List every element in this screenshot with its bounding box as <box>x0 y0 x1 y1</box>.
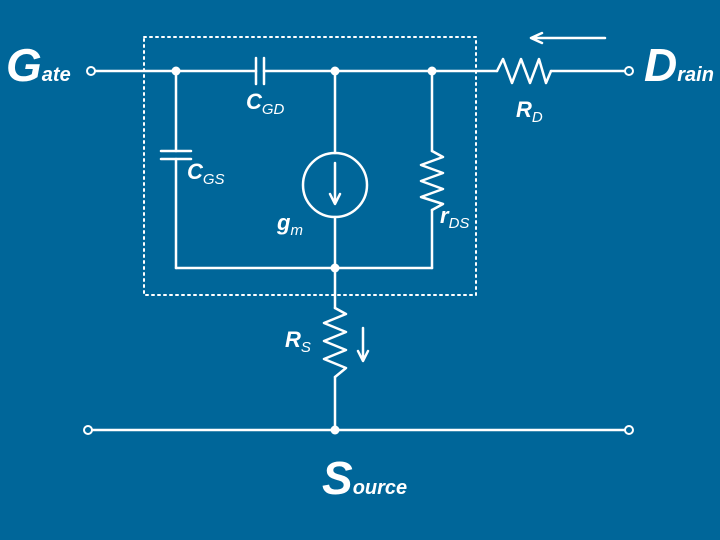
gm-label: gm <box>277 210 303 239</box>
gm-symbol: g <box>277 210 291 235</box>
rd-subscript: D <box>531 109 543 126</box>
gate-label: Gate <box>6 42 71 88</box>
gate-terminal-node <box>86 66 96 76</box>
gm-subscript: m <box>290 222 303 239</box>
rds-label: rDS <box>440 203 470 232</box>
gm-current-source <box>301 151 369 219</box>
rs-subscript: S <box>300 339 311 356</box>
source-right-terminal-node <box>624 425 634 435</box>
source-initial: S <box>322 452 353 504</box>
gate-initial: G <box>6 39 42 91</box>
rd-symbol: R <box>516 97 532 122</box>
drain-current-arrow <box>529 31 607 45</box>
rs-symbol: R <box>285 327 301 352</box>
gate-suffix: ate <box>41 64 71 86</box>
source-current-arrow <box>356 326 370 363</box>
drain-suffix: rain <box>677 64 714 86</box>
rd-resistor <box>495 57 553 85</box>
rds-subscript: DS <box>448 215 470 232</box>
drain-label: Drain <box>644 42 714 88</box>
cgs-subscript: GS <box>202 171 225 188</box>
rs-label: RS <box>285 327 311 356</box>
source-suffix: ource <box>352 477 408 499</box>
cgd-subscript: GD <box>261 101 285 118</box>
junction-dot <box>330 425 340 435</box>
rd-label: RD <box>516 97 543 126</box>
source-label: Source <box>322 455 407 501</box>
source-left-terminal-node <box>83 425 93 435</box>
cgs-symbol: C <box>187 159 203 184</box>
junction-dot <box>171 66 181 76</box>
junction-dot <box>330 66 340 76</box>
rs-resistor <box>322 306 348 379</box>
cgd-symbol: C <box>246 89 262 114</box>
rds-resistor <box>419 149 445 212</box>
device-boundary-box <box>143 36 477 296</box>
drain-terminal-node <box>624 66 634 76</box>
cgs-capacitor <box>159 149 193 161</box>
cgd-capacitor <box>254 56 266 86</box>
cgd-label: CGD <box>246 89 285 118</box>
gm-direction-arrow <box>328 161 342 206</box>
junction-dot <box>330 263 340 273</box>
drain-initial: D <box>644 39 678 91</box>
rds-symbol: r <box>440 203 449 228</box>
junction-dot <box>427 66 437 76</box>
cgs-label: CGS <box>187 159 225 188</box>
